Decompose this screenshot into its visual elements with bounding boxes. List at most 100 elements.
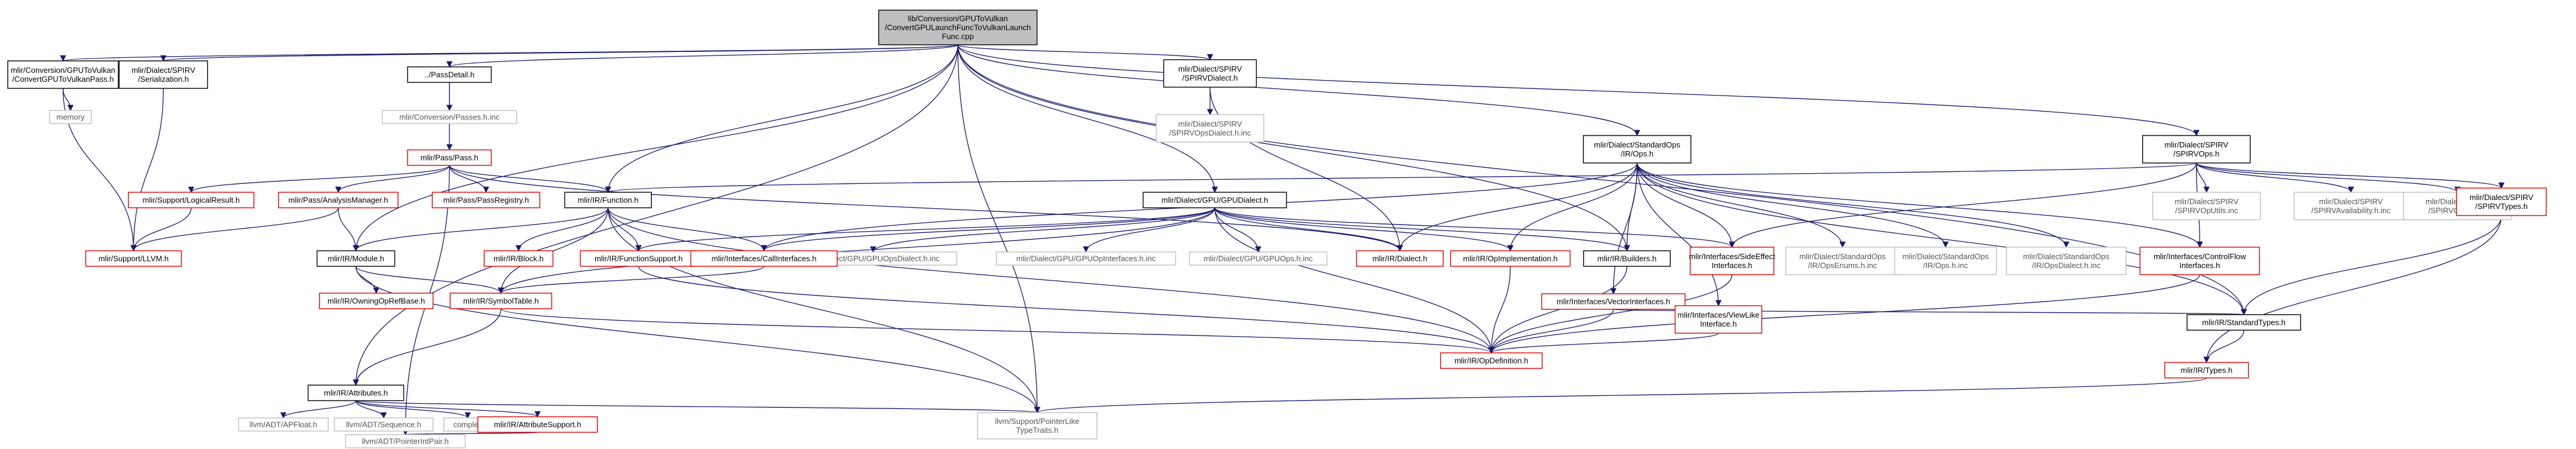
node-types[interactable]: mlir/IR/Types.h [2164, 362, 2249, 379]
node-label: mlir/Dialect/StandardOps [2023, 252, 2110, 261]
node-label: mlir/Dialect/SPIRV [1178, 64, 1242, 73]
node-passDetail[interactable]: ../PassDetail.h [407, 66, 492, 83]
node-label: mlir/IR/AttributeSupport.h [494, 420, 581, 429]
edge-root-to-spirvSer [161, 44, 958, 62]
node-attributes[interactable]: mlir/IR/Attributes.h [307, 385, 405, 401]
node-root[interactable]: lib/Conversion/GPUToVulkan/ConvertGPULau… [878, 10, 1038, 45]
node-label: mlir/Pass/Pass.h [421, 153, 479, 162]
node-pass[interactable]: mlir/Pass/Pass.h [407, 149, 492, 166]
node-box [1356, 250, 1444, 267]
node-box [407, 66, 492, 83]
node-label: mlir/Conversion/GPUToVulkan [11, 66, 115, 75]
edge-function-to-module [353, 207, 609, 252]
node-function[interactable]: mlir/IR/Function.h [564, 192, 652, 208]
node-stdTypes[interactable]: mlir/IR/StandardTypes.h [2186, 314, 2301, 331]
node-block[interactable]: mlir/IR/Block.h [483, 250, 554, 267]
node-label: Interface.h [1700, 319, 1736, 328]
node-box [1142, 192, 1287, 208]
node-box [2152, 192, 2261, 220]
node-label: mlir/Dialect/GPU/GPUOps.h.inc [1203, 254, 1313, 263]
node-opImpl[interactable]: mlir/IR/OpImplementation.h [1450, 250, 1571, 267]
node-box [483, 250, 554, 267]
node-owning[interactable]: mlir/IR/OwningOpRefBase.h [318, 293, 434, 309]
edge-symbol-to-attributes [353, 308, 502, 386]
edge-funcSupport-to-opDef [638, 266, 1494, 354]
node-spirvTypes[interactable]: mlir/Dialect/SPIRV/SPIRVTypes.h [2456, 187, 2547, 216]
node-opDef[interactable]: mlir/IR/OpDefinition.h [1440, 352, 1543, 369]
node-llvm[interactable]: mlir/Support/LLVM.h [85, 250, 182, 267]
node-box [2142, 135, 2251, 164]
node-label: mlir/IR/OpImplementation.h [1463, 254, 1557, 263]
node-label: Func.cpp [942, 32, 973, 41]
node-label: llvm/ADT/PointerIntPair.h [362, 437, 449, 446]
node-box [381, 110, 517, 124]
node-box [333, 417, 434, 432]
node-sequence: llvm/ADT/Sequence.h [333, 417, 434, 432]
node-label: memory [57, 113, 85, 122]
edge-spirvOps-to-spirvOpUtilsInc [2196, 162, 2210, 193]
node-box [2186, 314, 2301, 331]
node-dialect[interactable]: mlir/IR/Dialect.h [1356, 250, 1444, 267]
node-label: /SPIRVTypes.h [2475, 202, 2528, 211]
node-opsInc: mlir/Dialect/StandardOps/IR/Ops.h.inc [1894, 247, 1997, 275]
edge-gpuDialect-to-sideEffect [1214, 207, 1735, 248]
node-passesInc: mlir/Conversion/Passes.h.inc [381, 110, 517, 124]
node-module[interactable]: mlir/IR/Module.h [316, 250, 396, 267]
edge-root-to-stdOps [957, 44, 1640, 137]
node-label: /SPIRVDialect.h [1183, 73, 1238, 82]
node-label: llvm/Support/PointerLike [995, 417, 1079, 426]
node-registry[interactable]: mlir/Pass/PassRegistry.h [431, 192, 541, 208]
node-label: mlir/Interfaces/VectorInterfaces.h [1557, 297, 1670, 306]
node-symbol[interactable]: mlir/IR/SymbolTable.h [449, 293, 553, 309]
edge-spirvOps-to-spirvOpsInc [2196, 162, 2461, 193]
node-vectorIf[interactable]: mlir/Interfaces/VectorInterfaces.h [1541, 293, 1686, 310]
node-label: /Serialization.h [138, 75, 189, 84]
node-spirvOps[interactable]: mlir/Dialect/SPIRV/SPIRVOps.h [2142, 135, 2251, 164]
node-spirvSer[interactable]: mlir/Dialect/SPIRV/Serialization.h [118, 60, 209, 89]
edge-attributes-to-sequence [355, 400, 387, 419]
node-gpuDialect[interactable]: mlir/Dialect/GPU/GPUDialect.h [1142, 192, 1287, 208]
edge-logical-to-llvm [130, 207, 192, 252]
node-box [1894, 247, 1997, 275]
node-box [2139, 247, 2260, 275]
edge-attributes-to-complex [355, 400, 471, 419]
node-attrSupport[interactable]: mlir/IR/AttributeSupport.h [477, 416, 598, 433]
node-convPass[interactable]: mlir/Conversion/GPUToVulkan/ConvertGPUTo… [7, 60, 119, 89]
node-label: mlir/IR/OwningOpRefBase.h [327, 297, 425, 306]
node-analysis[interactable]: mlir/Pass/AnalysisManager.h [278, 192, 399, 208]
node-label: mlir/Dialect/GPU/GPUDialect.h [1162, 196, 1268, 205]
node-box [118, 60, 209, 89]
node-box [564, 192, 652, 208]
node-box [49, 110, 92, 124]
node-label: mlir/Support/LLVM.h [99, 254, 169, 263]
node-label: mlir/IR/Dialect.h [1373, 254, 1428, 263]
edge-spirvOps-to-function [605, 162, 2197, 193]
edge-function-to-ptrlike [607, 207, 1040, 414]
node-label: mlir/Interfaces/ViewLike [1677, 310, 1759, 319]
node-box [996, 251, 1177, 266]
edge-stdOps-to-sideEffect [1637, 162, 1735, 248]
node-funcSupport[interactable]: mlir/IR/FunctionSupport.h [580, 250, 697, 267]
node-label: /ConvertGPUToVulkanPass.h [12, 75, 114, 84]
node-box [316, 250, 396, 267]
node-logical[interactable]: mlir/Support/LogicalResult.h [128, 192, 255, 208]
edge-pass-to-logical [188, 165, 450, 193]
node-box [1689, 247, 1775, 275]
edge-gpuDialect-to-opImpl [1214, 207, 1514, 252]
node-gpuOpsInc: mlir/Dialect/GPU/GPUOps.h.inc [1189, 251, 1328, 266]
edge-root-to-passDetail [446, 44, 958, 68]
node-box [1189, 251, 1328, 266]
node-builders[interactable]: mlir/IR/Builders.h [1583, 250, 1671, 267]
node-label: mlir/Dialect/SPIRV [2319, 197, 2383, 206]
node-box [2456, 187, 2547, 216]
node-spirvDialect[interactable]: mlir/Dialect/SPIRV/SPIRVDialect.h [1163, 59, 1257, 88]
node-label: mlir/Interfaces/CallInterfaces.h [712, 254, 817, 263]
node-label: /ConvertGPULaunchFuncToVulkanLaunch [885, 23, 1031, 32]
node-callIf[interactable]: mlir/Interfaces/CallInterfaces.h [690, 250, 838, 267]
node-spirvOpsDialectInc: mlir/Dialect/SPIRV/SPIRVOpsDialect.h.inc [1156, 114, 1264, 143]
node-pip: llvm/ADT/PointerIntPair.h [345, 434, 466, 448]
node-stdOps[interactable]: mlir/Dialect/StandardOps/IR/Ops.h [1583, 135, 1692, 164]
